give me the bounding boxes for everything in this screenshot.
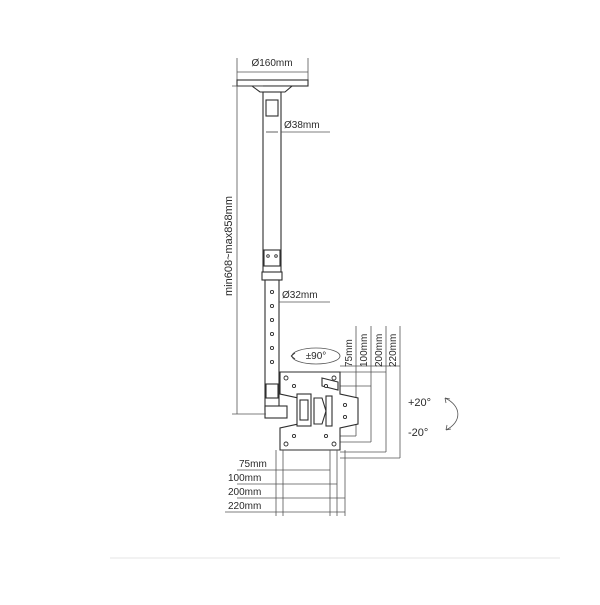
tilt-up-label: +20°	[408, 397, 431, 409]
height-range-label: min608~max858mm	[223, 196, 235, 296]
vesa-horizontal-dimensions	[225, 450, 346, 516]
vesa-vertical-200: 200mm	[374, 334, 385, 367]
vesa-vertical-220: 220mm	[388, 334, 399, 367]
vesa-vertical-100: 100mm	[359, 334, 370, 367]
vesa-horizontal-200: 200mm	[228, 487, 261, 498]
vesa-plate	[279, 371, 359, 451]
tilt-arrow-icon	[444, 397, 459, 431]
vesa-horizontal-75: 75mm	[239, 459, 267, 470]
tilt-down-label: -20°	[408, 427, 428, 439]
swivel-arrow-icon	[290, 347, 341, 365]
height-dimension	[232, 85, 266, 415]
upper-tube-diameter-label: Ø38mm	[284, 120, 320, 131]
base-diameter-label: Ø160mm	[251, 58, 292, 69]
vesa-horizontal-100: 100mm	[228, 473, 261, 484]
vesa-vertical-75: 75mm	[344, 339, 355, 367]
swivel-label: ±90°	[306, 351, 327, 362]
vesa-horizontal-220: 220mm	[228, 501, 261, 512]
lower-tube-diameter-label: Ø32mm	[282, 290, 318, 301]
lower-tube	[264, 279, 288, 419]
ceiling-plate	[236, 58, 309, 93]
upper-tube	[261, 91, 283, 281]
